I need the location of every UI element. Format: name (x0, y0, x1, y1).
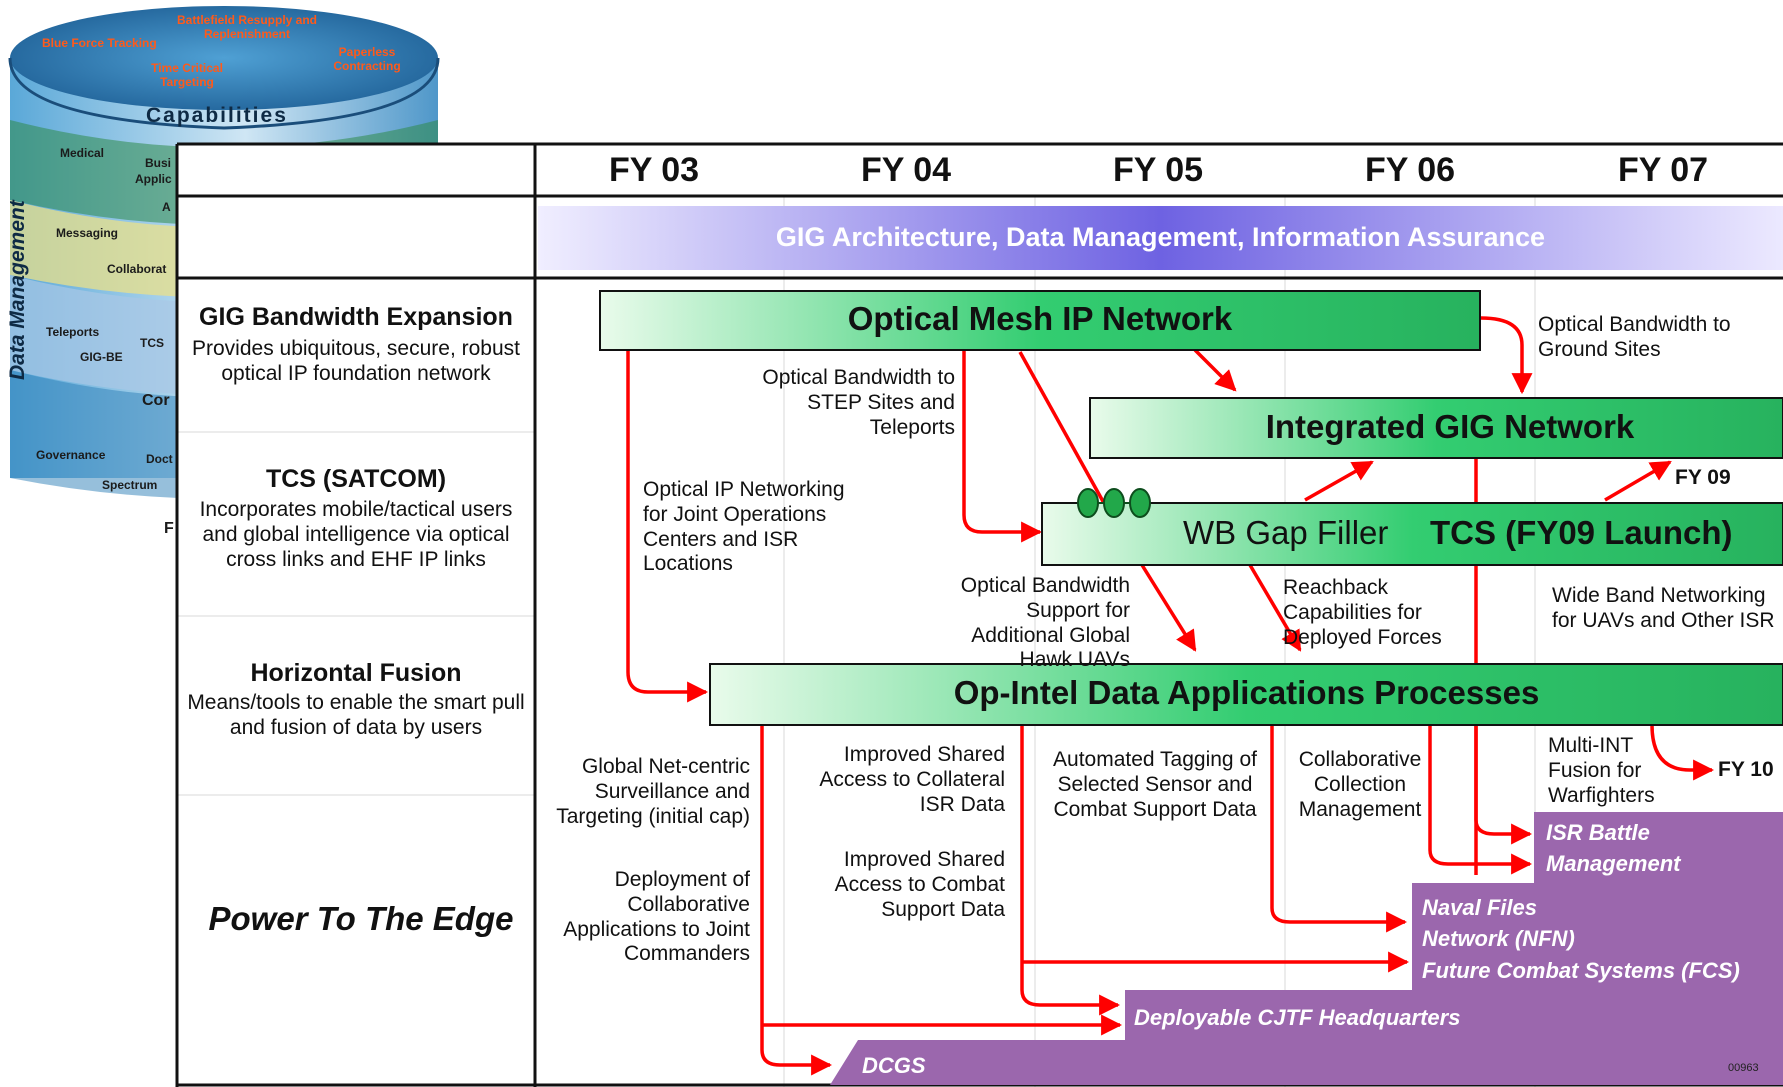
satellite-icon (1077, 488, 1151, 518)
bar-integrated-gig-network (1089, 397, 1783, 459)
bar-wb-gap-filler-tcs (1041, 502, 1783, 566)
bar-op-intel-data-applications (709, 663, 1783, 726)
outcome-area (830, 812, 1783, 1085)
architecture-banner (538, 206, 1783, 270)
connector-arrows (626, 316, 1715, 1076)
bar-optical-mesh-ip-network (599, 290, 1481, 351)
